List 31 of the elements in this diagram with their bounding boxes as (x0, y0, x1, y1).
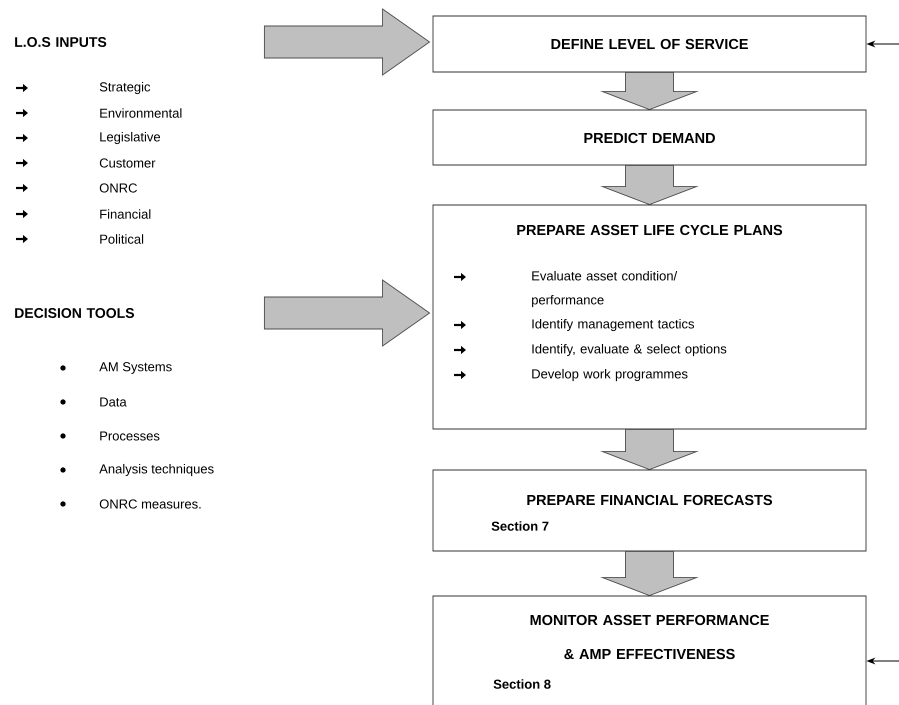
block-arrow (600, 551, 699, 596)
box-title: PREPARE FINANCIAL FORECASTS (527, 494, 772, 506)
box-title: PREDICT DEMAND (584, 132, 715, 144)
list-heading: L.O.S INPUTS (15, 37, 106, 47)
box-title: DEFINE LEVEL OF SERVICE (552, 38, 748, 50)
list-item: Develop work programmes (454, 368, 688, 382)
block-arrow (264, 279, 430, 347)
list-item: ONRC measures. (60, 499, 201, 509)
section-label: Section 7 (492, 521, 548, 531)
list-item: Legislative (16, 132, 160, 144)
block-arrow (600, 165, 699, 206)
list-item: Customer (16, 158, 156, 168)
block-arrow (264, 8, 430, 76)
list-item: ONRC (16, 183, 137, 193)
box-title: PREPARE ASSET LIFE CYCLE PLANS (517, 224, 782, 236)
list-item: Identify, evaluate & select options (454, 344, 726, 356)
list-item: Analysis techniques (60, 464, 214, 476)
list-item: AM Systems (60, 362, 172, 374)
section-label: Section 8 (494, 679, 551, 689)
block-arrow (600, 429, 699, 470)
list-item: Evaluate asset condition/ performance (454, 270, 678, 308)
box-title: MONITOR ASSET PERFORMANCE & AMP EFFECTIVENESS (530, 614, 769, 660)
list-item: Financial (16, 209, 150, 219)
list-heading: DECISION TOOLS (15, 308, 134, 318)
list-item: Environmental (16, 108, 182, 118)
list-item: Identify management tactics (454, 318, 694, 332)
list-item: Strategic (16, 82, 150, 94)
list-item: Data (60, 397, 127, 407)
block-arrow (600, 72, 699, 110)
list-item: Political (16, 234, 144, 244)
list-item: Processes (60, 431, 160, 441)
